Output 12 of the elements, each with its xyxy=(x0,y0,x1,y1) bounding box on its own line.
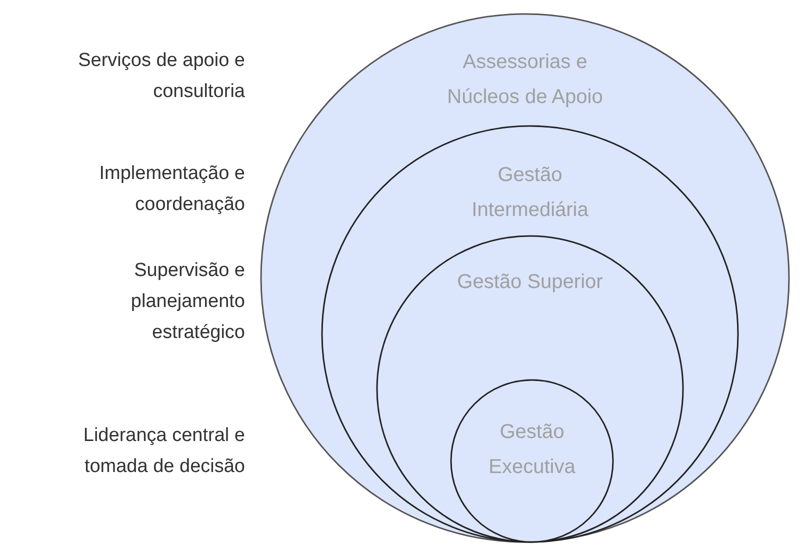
level-circle xyxy=(321,125,739,543)
level-description: Liderança central e tomada de decisão xyxy=(82,424,245,479)
level-title: Gestão Executiva xyxy=(488,420,576,480)
level-title: Gestão Intermediária xyxy=(470,163,590,223)
level-description: Implementação e coordenação xyxy=(98,162,245,217)
level-description: Supervisão e planejamento estratégico xyxy=(130,259,245,345)
level-circle xyxy=(376,235,684,543)
level-description: Serviços de apoio e consultoria xyxy=(77,49,245,104)
level-circle xyxy=(450,379,614,543)
level-circle xyxy=(260,13,790,543)
level-title: Assessorias e Núcleos de Apoio xyxy=(446,50,604,110)
level-title: Gestão Superior xyxy=(456,270,604,295)
